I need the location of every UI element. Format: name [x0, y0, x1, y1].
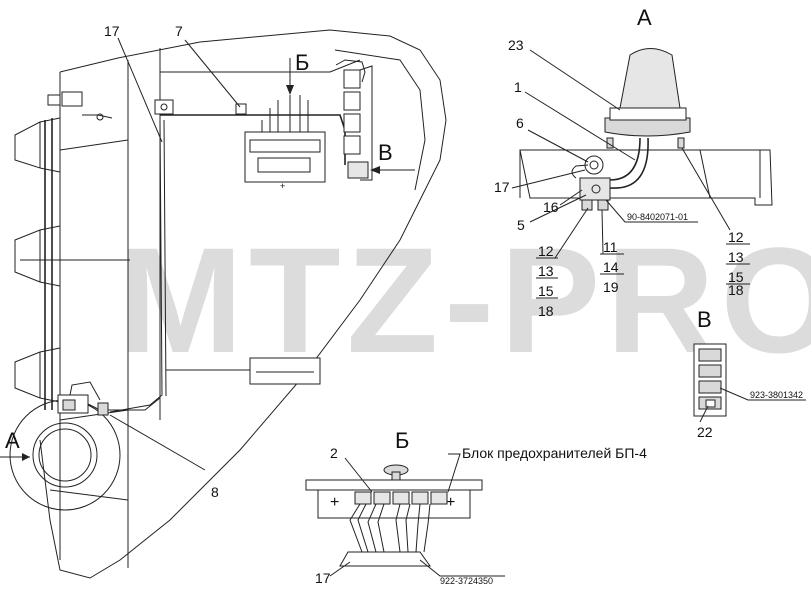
- switch-column: [335, 59, 373, 181]
- stack-left-0: 12: [538, 243, 554, 259]
- fuse-block-label: Блок предохранителей БП-4: [462, 445, 647, 461]
- callouts-main: 17 7 8: [104, 23, 241, 500]
- callout-1: 1: [514, 79, 522, 95]
- callout-7: 7: [175, 23, 183, 39]
- callout-6: 6: [516, 115, 524, 131]
- part-number-switch-block: 923-3801342: [750, 390, 803, 400]
- stack-mid-0: 11: [603, 239, 618, 255]
- callout-22: 22: [697, 424, 713, 440]
- stack-right-1: 13: [728, 249, 744, 265]
- part-number-harness: 922-3724350: [440, 576, 493, 586]
- stack-right: 12 13 15 18: [681, 147, 750, 298]
- view-label-a-left: А: [5, 428, 20, 453]
- stack-mid-2: 19: [603, 279, 619, 295]
- stack-right-3: 18: [728, 282, 744, 298]
- stack-right-2: 15: [728, 269, 744, 285]
- view-label-v: В: [697, 307, 712, 332]
- view-label-b: Б: [395, 428, 409, 453]
- stack-left-1: 13: [538, 263, 554, 279]
- view-b-fuse-block: Б + + 922-3724350: [305, 428, 505, 586]
- beacon-mount-bottom: [9, 381, 161, 511]
- left-lamps: [14, 91, 83, 403]
- view-a-beacon: А: [519, 5, 773, 211]
- callout-17-top: 17: [104, 23, 120, 39]
- callouts-view-a: 23 1 6 17 5 16 90-8402071-01: [494, 37, 698, 233]
- callout-23: 23: [508, 37, 524, 53]
- svg-text:+: +: [330, 494, 339, 511]
- arrow-b-top: Б: [286, 50, 309, 95]
- lower-relay-box: [249, 357, 321, 385]
- view-label-v-main: В: [378, 140, 393, 165]
- svg-text:+: +: [446, 494, 455, 511]
- view-label-a: А: [637, 5, 652, 30]
- view-v-switch-block: В 923-3801342 22: [693, 307, 806, 440]
- callout-17-bottom: 17: [315, 570, 331, 586]
- stack-left-3: 18: [538, 303, 554, 319]
- arrow-v-main: В: [370, 140, 415, 174]
- stack-mid: 11 14 19: [600, 209, 624, 295]
- callout-17-right: 17: [494, 179, 510, 195]
- callout-5: 5: [517, 217, 525, 233]
- callout-8: 8: [211, 484, 219, 500]
- left-harness: [44, 113, 113, 410]
- arrow-a-left: А: [0, 428, 30, 461]
- callouts-view-b: 2 Блок предохранителей БП-4 17: [315, 445, 647, 586]
- stack-left-2: 15: [538, 283, 554, 299]
- stack-right-0: 12: [728, 229, 744, 245]
- part-number-beacon-bracket: 90-8402071-01: [627, 212, 688, 222]
- svg-text:+: +: [280, 181, 285, 191]
- fuse-box-panel: +: [244, 95, 326, 191]
- view-label-b-top: Б: [295, 50, 309, 75]
- stack-left: 12 13 15 18: [536, 207, 589, 319]
- callout-2: 2: [330, 445, 338, 461]
- stack-mid-1: 14: [603, 259, 619, 275]
- callout-16: 16: [543, 199, 559, 215]
